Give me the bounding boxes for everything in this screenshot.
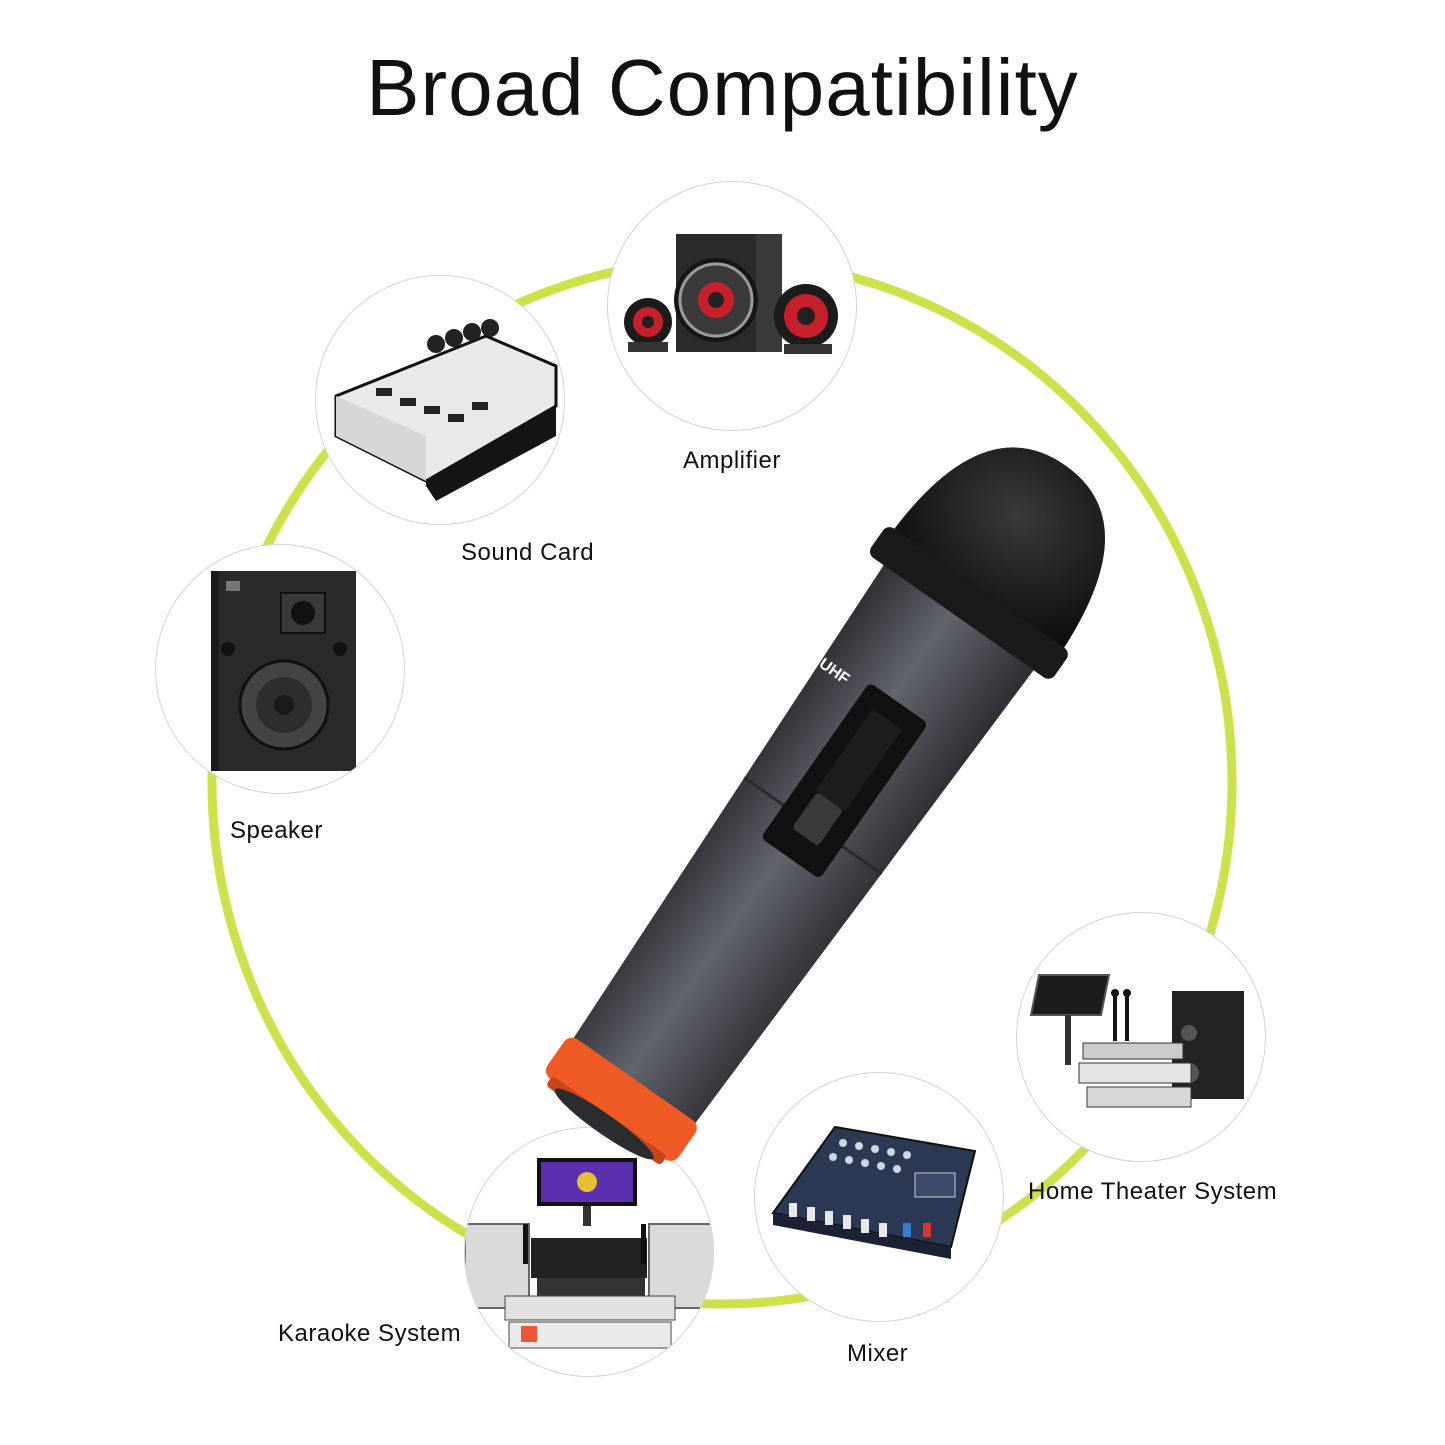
speaker-label: Speaker bbox=[230, 817, 323, 844]
amplifier-icon bbox=[624, 234, 838, 354]
mixer-label: Mixer bbox=[847, 1340, 909, 1367]
amplifier-node bbox=[607, 181, 857, 431]
karaoke-icon bbox=[465, 1158, 713, 1349]
sound-card-label: Sound Card bbox=[461, 539, 595, 566]
mixer-node bbox=[754, 1072, 1004, 1322]
page-title: Broad Compatibility bbox=[366, 43, 1079, 132]
amplifier-label: Amplifier bbox=[683, 447, 781, 474]
home-theater-icon bbox=[1029, 974, 1244, 1108]
mixer-icon bbox=[771, 1125, 977, 1259]
speaker-icon bbox=[211, 571, 356, 771]
home-theater-node bbox=[1016, 912, 1266, 1162]
karaoke-node bbox=[464, 1127, 714, 1377]
sound-card-icon bbox=[334, 319, 558, 501]
karaoke-label: Karaoke System bbox=[278, 1320, 462, 1347]
speaker-node bbox=[155, 544, 405, 794]
home-theater-label: Home Theater System bbox=[1028, 1178, 1278, 1205]
sound-card-node bbox=[315, 275, 565, 525]
